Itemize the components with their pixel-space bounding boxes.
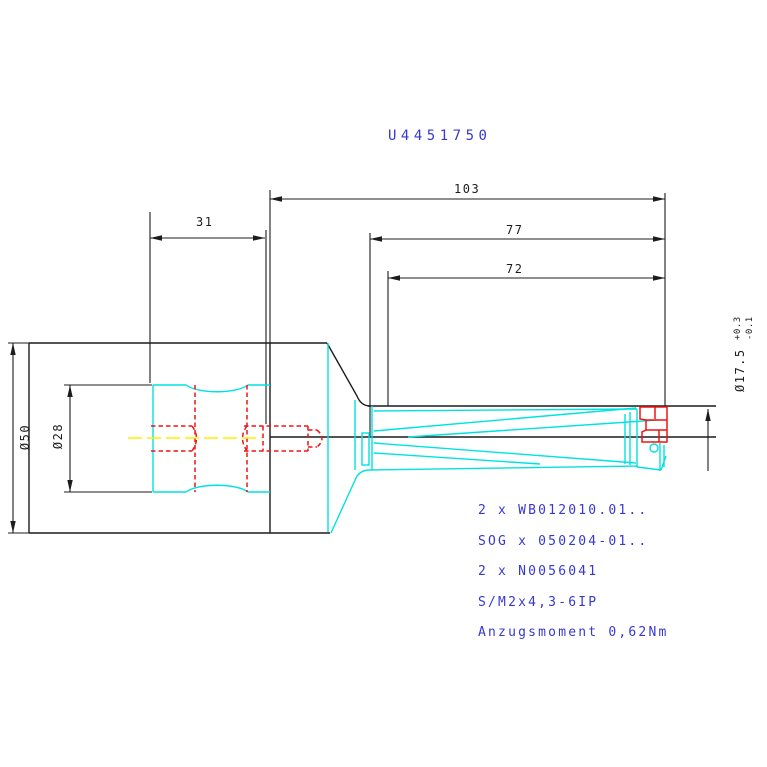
dim-dia17-5: Ø17.5 +0.3 -0.1: [705, 316, 755, 471]
flute-line: [373, 452, 541, 465]
dim-dia17-5-tol-upper: +0.3: [733, 316, 743, 340]
insert-tip: [639, 406, 668, 443]
flute-line: [373, 442, 637, 464]
dim-77: 77: [370, 223, 665, 242]
cone-bottom-edge: [330, 469, 371, 534]
dim-dia28: Ø28: [51, 385, 73, 492]
dim-dia50: Ø50: [10, 343, 32, 533]
flute-line: [407, 419, 659, 438]
hidden-set-screw: [244, 425, 323, 452]
dim-31: 31: [150, 215, 265, 241]
dim-dia17-5-tol-lower: -0.1: [745, 316, 755, 340]
dim-77-value: 77: [506, 223, 523, 237]
note-line: S/M2x4,3-6IP: [478, 595, 598, 610]
note-line: Anzugsmoment 0,62Nm: [478, 625, 669, 640]
cone-top-edge: [326, 342, 371, 407]
dim-dia50-value: Ø50: [18, 424, 32, 450]
insert-screw-hole: [649, 443, 659, 453]
dim-103: 103: [270, 182, 665, 202]
dim-dia17-5-value: Ø17.5: [733, 348, 747, 392]
flute-line: [373, 407, 637, 432]
note-line: 2 x WB012010.01..: [478, 503, 648, 518]
dim-103-value: 103: [454, 182, 480, 196]
dim-72: 72: [388, 262, 665, 281]
note-line: 2 x N0056041: [478, 564, 598, 579]
drawing-title: U4451750: [388, 128, 491, 144]
drill-body: [330, 400, 667, 534]
dim-72-value: 72: [506, 262, 523, 276]
notes-block: 2 x WB012010.01.. SOG x 050204-01.. 2 x …: [478, 503, 669, 640]
dim-31-value: 31: [196, 215, 213, 229]
extension-lines: [8, 190, 666, 534]
dim-dia28-value: Ø28: [51, 423, 65, 449]
note-line: SOG x 050204-01..: [478, 534, 648, 549]
